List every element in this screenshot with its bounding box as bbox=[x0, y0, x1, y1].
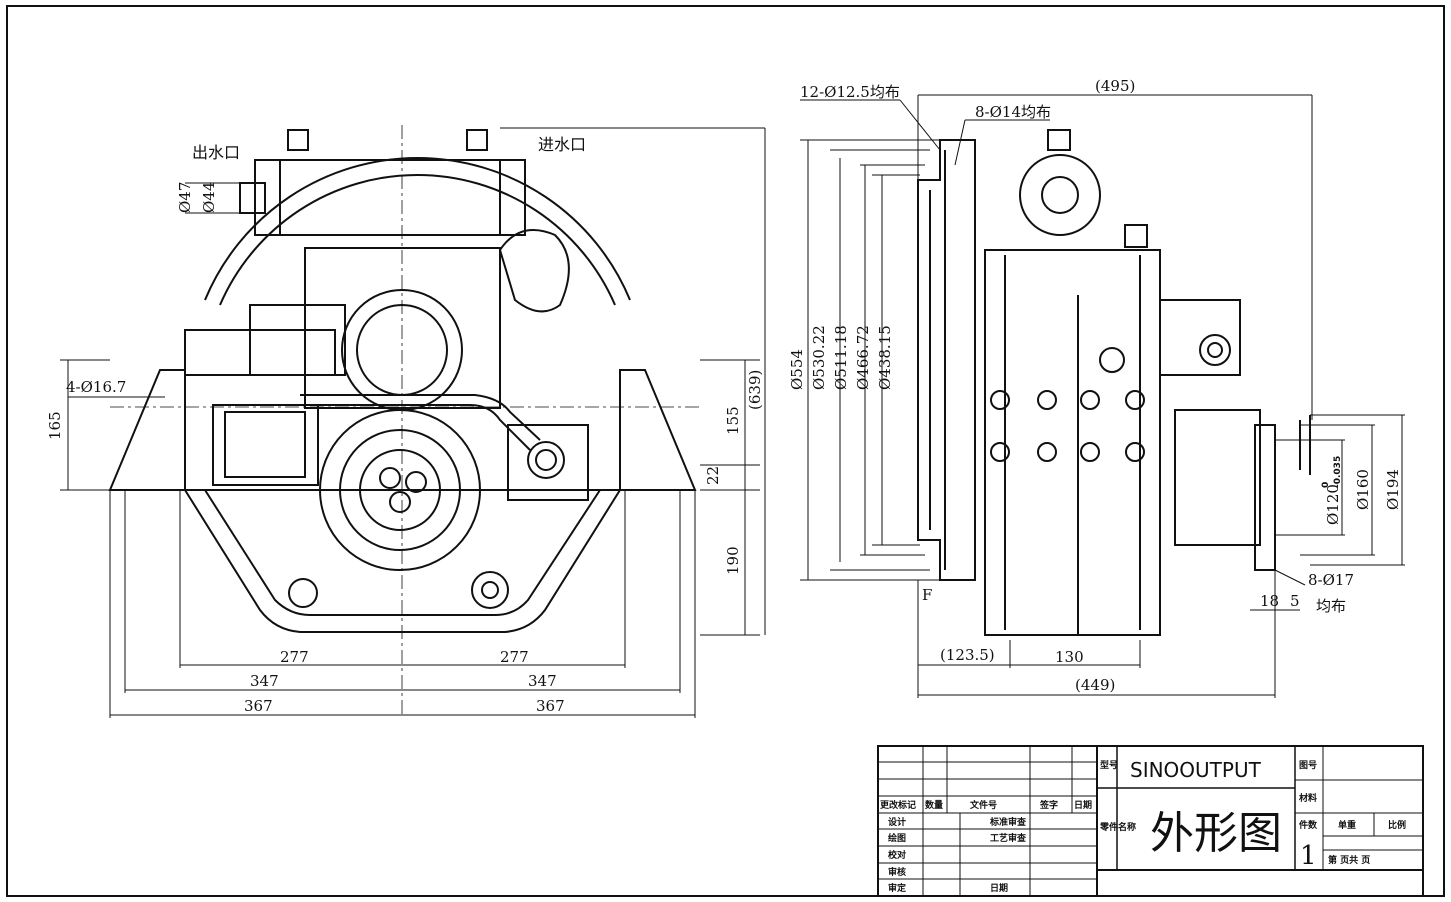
col-scale: 比例 bbox=[1388, 819, 1406, 831]
signature-label: 签字 bbox=[1039, 799, 1058, 811]
col-unit-weight: 单重 bbox=[1338, 819, 1356, 831]
dim-449: (449) bbox=[1075, 676, 1115, 694]
quantity-value: 1 bbox=[1300, 841, 1317, 871]
drawing-border bbox=[6, 5, 1445, 897]
dim-347-right: 347 bbox=[528, 672, 557, 690]
holes-8-label: 8-Ø14均布 bbox=[975, 103, 1051, 121]
design-label: 设计 bbox=[888, 816, 906, 828]
side-view bbox=[917, 129, 1311, 636]
outlet-label: 出水口 bbox=[192, 143, 240, 162]
uniform-label: 均布 bbox=[1316, 597, 1346, 615]
dim-367-left: 367 bbox=[244, 697, 273, 715]
col-part: 零件名称 bbox=[1099, 821, 1136, 833]
company-name: SINOOUTPUT bbox=[1130, 758, 1262, 782]
dim-d120: Ø120 bbox=[1324, 484, 1342, 525]
dim-347-left: 347 bbox=[250, 672, 279, 690]
col-count: 件数 bbox=[1299, 819, 1318, 831]
dim-18: 18 bbox=[1260, 592, 1279, 610]
standard-review-label: 标准审查 bbox=[989, 816, 1027, 828]
process-review-label: 工艺审查 bbox=[990, 832, 1027, 844]
dim-367-right: 367 bbox=[536, 697, 565, 715]
dim-155: 155 bbox=[724, 406, 742, 435]
col-sheet: 第 页共 页 bbox=[1328, 854, 1370, 866]
part-name: 外形图 bbox=[1150, 808, 1282, 859]
bolt-holes-label: 4-Ø16.7 bbox=[66, 378, 126, 396]
date2-label: 日期 bbox=[990, 882, 1008, 894]
doc-no-label: 文件号 bbox=[969, 799, 997, 811]
audit-label: 审核 bbox=[888, 866, 906, 878]
holes-12-label: 12-Ø12.5均布 bbox=[800, 83, 900, 101]
side-view-dimension-lines bbox=[800, 94, 1405, 698]
dim-d554: Ø554 bbox=[788, 349, 806, 390]
col-model: 型号 bbox=[1100, 759, 1118, 771]
front-view bbox=[108, 125, 700, 718]
date-label: 日期 bbox=[1074, 799, 1092, 811]
col-material: 材料 bbox=[1298, 792, 1317, 804]
dim-d438: Ø438.15 bbox=[876, 325, 894, 390]
inlet-label: 进水口 bbox=[538, 135, 586, 154]
title-block bbox=[877, 745, 1424, 897]
dim-d530: Ø530.22 bbox=[810, 325, 828, 390]
front-view-dimension-lines bbox=[60, 127, 766, 718]
approve-label: 审定 bbox=[888, 882, 907, 894]
dim-190: 190 bbox=[724, 546, 742, 575]
dim-22: 22 bbox=[704, 466, 722, 485]
dim-d120-tol-upper: 0 bbox=[1321, 482, 1331, 488]
col-drawing-no: 图号 bbox=[1299, 760, 1317, 771]
dim-d194: Ø194 bbox=[1384, 469, 1402, 510]
holes-8-17-label: 8-Ø17 bbox=[1308, 571, 1354, 589]
rev-mark: 更改标记 bbox=[880, 799, 916, 811]
dim-130: 130 bbox=[1055, 648, 1084, 666]
dim-123: (123.5) bbox=[940, 646, 995, 664]
dim-d120-tol-lower: -0.035 bbox=[1333, 456, 1343, 488]
qty-label: 数量 bbox=[925, 799, 943, 811]
f-mark: F bbox=[922, 586, 932, 604]
dim-5: 5 bbox=[1290, 592, 1300, 610]
dim-639: (639) bbox=[746, 370, 764, 410]
drawing-label: 绘图 bbox=[888, 832, 906, 844]
dim-d47: Ø47 bbox=[176, 182, 194, 213]
dim-495: (495) bbox=[1095, 77, 1135, 95]
dim-277-left: 277 bbox=[280, 648, 309, 666]
dim-d466: Ø466.72 bbox=[854, 325, 872, 390]
dim-d44: Ø44 bbox=[200, 182, 218, 213]
check-label: 校对 bbox=[888, 849, 906, 861]
dim-277-right: 277 bbox=[500, 648, 529, 666]
dim-d511: Ø511.18 bbox=[832, 325, 850, 390]
dim-d160: Ø160 bbox=[1354, 469, 1372, 510]
dim-165: 165 bbox=[46, 411, 64, 440]
